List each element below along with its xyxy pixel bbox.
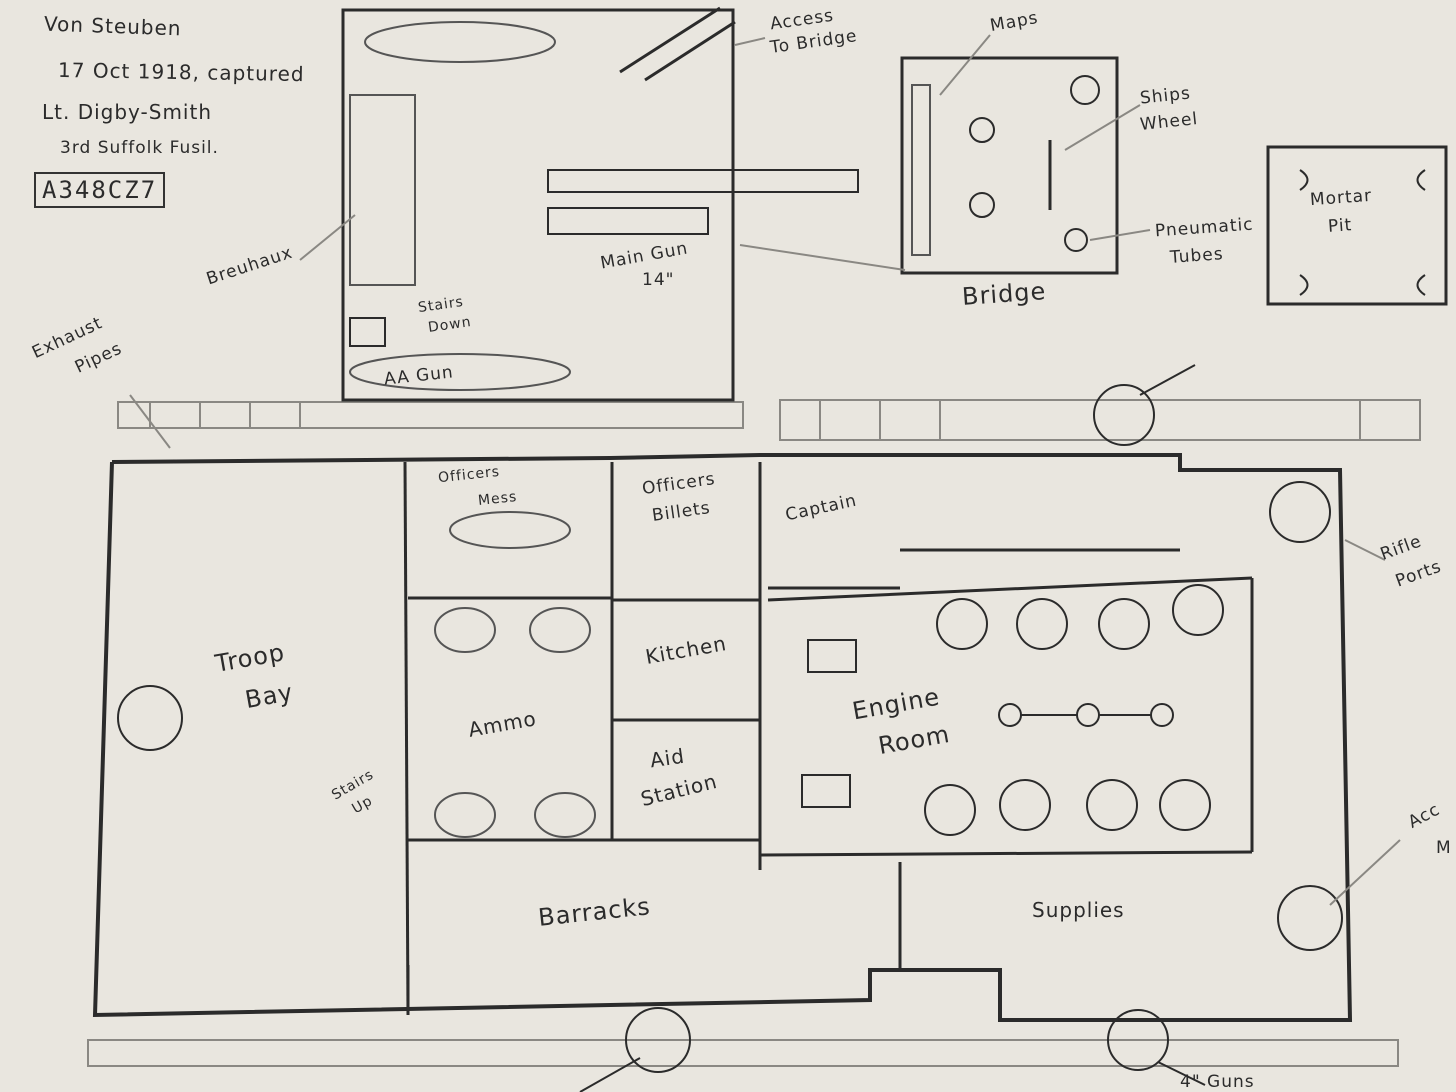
code-box: A348CZ7 — [34, 172, 166, 208]
officers-mess-label-2: Mess — [477, 488, 519, 510]
deck-outline — [87, 399, 1421, 1067]
mortar-pit-label-1: Mortar — [1309, 185, 1373, 211]
aid-station-label-1: Aid — [648, 743, 687, 773]
bridge-box — [900, 56, 1119, 275]
engine-cylinders — [801, 584, 1224, 836]
pneumatic-tubes-label-2: Tubes — [1169, 244, 1225, 268]
date-note: 17 Oct 1918, captured — [57, 57, 305, 87]
turrets — [117, 364, 1343, 1092]
main-gun-label-2: 14" — [642, 270, 675, 290]
mortar-pit-label-2: Pit — [1327, 215, 1353, 237]
mortar-pit-box — [1266, 145, 1448, 306]
ammo-stacks — [434, 511, 596, 838]
officer-note: Lt. Digby-Smith — [42, 100, 212, 124]
ship-hull — [92, 453, 1353, 1022]
supplies-label: Supplies — [1032, 898, 1125, 922]
callout-leaders — [129, 34, 1401, 906]
interior-walls — [403, 461, 1254, 1016]
access-partial-label-2: M — [1436, 838, 1452, 858]
forward-gun-deck — [341, 6, 859, 402]
bridge-label: Bridge — [961, 277, 1048, 311]
unit-note: 3rd Suffolk Fusil. — [60, 138, 219, 158]
ship-name-note: Von Steuben — [43, 11, 182, 41]
four-inch-guns-label: 4" Guns — [1180, 1072, 1255, 1092]
